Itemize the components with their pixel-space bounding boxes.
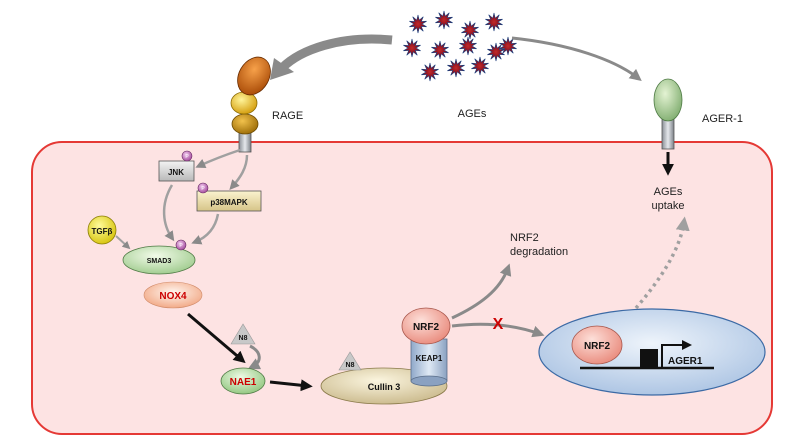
p38mapk-kinase: p38MAPK P — [196, 182, 262, 212]
age-molecule-icon — [485, 12, 503, 32]
nedd8-top: N8 — [230, 323, 256, 345]
nrf2-nuclear: NRF2 — [571, 325, 623, 365]
jnk-phospho: P — [185, 154, 189, 160]
n8-cullin-label: N8 — [346, 362, 355, 369]
arrow-nox4-to-nae1 — [187, 312, 246, 364]
arrow-nae1-to-cullin3 — [269, 379, 313, 392]
jnk-label: JNK — [168, 168, 184, 177]
p38mapk-phospho: P — [201, 186, 205, 192]
nae1-protein: NAE1 — [220, 367, 266, 395]
p38mapk-label: p38MAPK — [210, 198, 248, 207]
age-molecule-icon — [447, 58, 465, 78]
smad3-label: SMAD3 — [147, 258, 172, 265]
ager1-gene — [580, 340, 714, 370]
nrf2-degradation-label-2: degradation — [510, 246, 568, 258]
ager1-receptor — [653, 78, 683, 150]
nrf2-nuc-label: NRF2 — [584, 341, 611, 352]
arrow-nrf2-to-nucleus-blocked — [451, 322, 545, 338]
nrf2-cyto-label: NRF2 — [413, 322, 440, 333]
age-molecule-icon — [403, 38, 421, 58]
age-molecule-icon — [499, 36, 517, 56]
age-molecule-icon — [459, 36, 477, 56]
nrf2-degradation-label-1: NRF2 — [510, 232, 539, 244]
ages-uptake-label-1: AGEs — [654, 186, 683, 198]
ages-uptake-label-2: uptake — [651, 200, 684, 212]
age-molecule-icon — [487, 42, 505, 62]
arrow-ages-to-ager1 — [511, 36, 642, 81]
cullin3-label: Cullin 3 — [368, 382, 401, 392]
ages-molecules — [403, 10, 517, 82]
rage-label: RAGE — [272, 110, 303, 122]
arrow-ages-to-rage — [278, 34, 393, 72]
ager1-gene-label: AGER1 — [668, 356, 703, 367]
tgfb-label: TGFβ — [92, 227, 113, 236]
arrow-tgfb-to-smad3 — [115, 235, 131, 250]
smad3-phospho: P — [179, 243, 183, 249]
nedd8-cullin: N8 — [338, 351, 362, 371]
ager1-receptor-label: AGER-1 — [702, 113, 743, 125]
arrow-rage-to-p38 — [229, 154, 249, 190]
blocked-mark: X — [493, 316, 504, 333]
age-molecule-icon — [409, 14, 427, 34]
age-molecule-icon — [471, 56, 489, 76]
keap1-label: KEAP1 — [416, 354, 443, 363]
ages-label: AGEs — [458, 108, 487, 120]
n8-top-label: N8 — [239, 335, 248, 342]
arrow-p38-to-smad3 — [191, 213, 220, 245]
arrow-nrf2-degradation — [451, 263, 512, 320]
age-molecule-icon — [461, 20, 479, 40]
tgfb-ligand: TGFβ — [87, 215, 117, 245]
arrow-ages-to-rage-head — [270, 58, 294, 80]
nae1-label: NAE1 — [230, 377, 257, 388]
age-molecule-icon — [421, 62, 439, 82]
age-molecule-icon — [435, 10, 453, 30]
keap1-protein: KEAP1 — [410, 338, 448, 387]
jnk-kinase: JNK P — [158, 150, 195, 182]
arrow-n8-loop — [247, 344, 262, 370]
nox4-protein: NOX4 — [143, 281, 203, 309]
rage-receptor — [230, 56, 271, 153]
nox4-label: NOX4 — [159, 291, 187, 302]
arrow-rage-to-jnk — [195, 148, 241, 169]
arrow-jnk-to-smad3 — [162, 184, 175, 242]
smad3-protein: SMAD3 P — [122, 239, 196, 275]
nrf2-cytoplasmic: NRF2 — [401, 307, 451, 345]
age-molecule-icon — [431, 40, 449, 60]
